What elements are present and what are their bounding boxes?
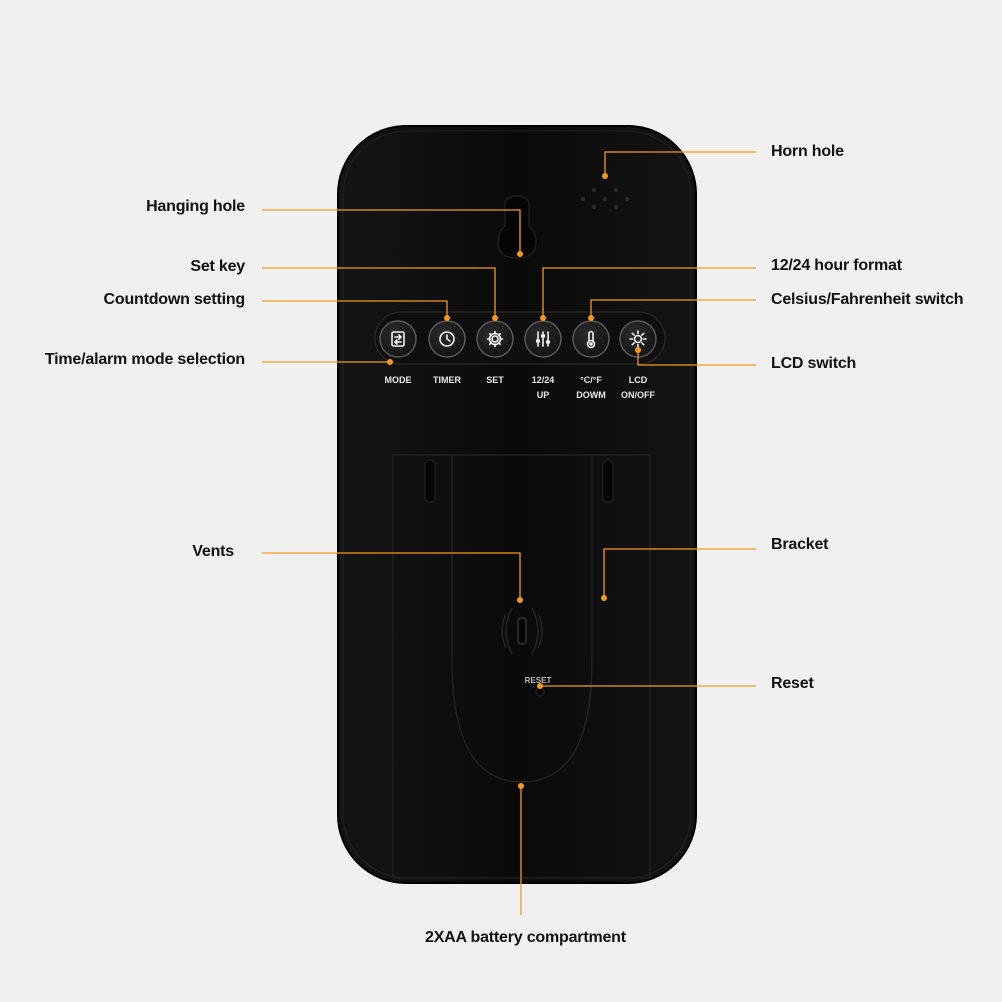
leader-countdown-dot	[444, 315, 450, 321]
sliders-icon	[536, 331, 550, 347]
thermometer-icon	[586, 330, 596, 349]
leader-lcd-switch	[637, 350, 756, 366]
sun-icon	[629, 330, 647, 348]
bracket-slot-left	[424, 459, 436, 503]
button-caption: SET	[486, 375, 504, 385]
label-vents: Vents	[192, 543, 234, 560]
leader-hanging-hole-dot	[517, 251, 523, 257]
button-caption: UP	[537, 390, 550, 400]
label-reset: Reset	[771, 675, 814, 692]
label-lcd-switch: LCD switch	[771, 355, 857, 372]
label-bracket: Bracket	[771, 536, 829, 553]
leader-battery-dot	[518, 783, 524, 789]
reset-marking: RESET	[525, 676, 552, 685]
label-horn-hole: Horn hole	[771, 143, 844, 160]
bracket-slot-right	[602, 459, 614, 503]
leader-set-key	[262, 267, 496, 318]
label-hanging-hole: Hanging hole	[146, 198, 245, 215]
label-battery-compartment: 2XAA battery compartment	[425, 929, 626, 946]
leader-hour-format	[542, 267, 756, 318]
reset-pinhole[interactable]	[535, 687, 545, 697]
leader-hanging-hole	[262, 209, 521, 254]
leader-horn-hole	[604, 151, 756, 176]
leader-vents-dot	[517, 597, 523, 603]
horn-hole-grille	[580, 187, 630, 210]
label-hour-format: 12/24 hour format	[771, 257, 902, 274]
vents	[501, 607, 543, 655]
button-caption: TIMER	[433, 375, 461, 385]
device-button--c-f[interactable]	[572, 320, 610, 358]
hanging-hole-keyhole	[497, 195, 537, 259]
leader-temp-switch-dot	[588, 315, 594, 321]
bracket-inner-outline	[451, 455, 593, 783]
leader-set-key-dot	[492, 315, 498, 321]
label-countdown-setting: Countdown setting	[103, 291, 246, 308]
leader-bracket	[603, 548, 756, 598]
leader-temp-switch	[590, 299, 756, 318]
bracket-stand	[392, 454, 651, 879]
leader-lines	[262, 151, 756, 915]
device-button-12-24[interactable]	[524, 320, 562, 358]
label-time-alarm-mode: Time/alarm mode selection	[44, 351, 245, 368]
clock-icon	[439, 331, 455, 347]
button-caption: MODE	[385, 375, 412, 385]
mode-icon	[391, 331, 405, 347]
button-caption: 12/24	[532, 375, 555, 385]
gear-icon	[486, 330, 504, 348]
leader-reset-dot	[537, 683, 543, 689]
leader-vents	[262, 552, 521, 600]
device-button-set[interactable]	[476, 320, 514, 358]
label-temp-switch: Celsius/Fahrenheit switch	[771, 291, 964, 308]
leader-countdown	[262, 300, 448, 318]
device-button-timer[interactable]	[428, 320, 466, 358]
leader-bracket-dot	[601, 595, 607, 601]
button-caption: DOWM	[576, 390, 606, 400]
leader-horn-hole-dot	[602, 173, 608, 179]
button-caption: °C/°F	[580, 375, 602, 385]
button-caption: LCD	[629, 375, 648, 385]
leader-time-alarm-dot	[387, 359, 393, 365]
label-set-key: Set key	[190, 258, 245, 275]
button-caption: ON/OFF	[621, 390, 655, 400]
leader-lcd-switch-dot	[635, 347, 641, 353]
leader-hour-format-dot	[540, 315, 546, 321]
device-button-mode[interactable]	[379, 320, 417, 358]
